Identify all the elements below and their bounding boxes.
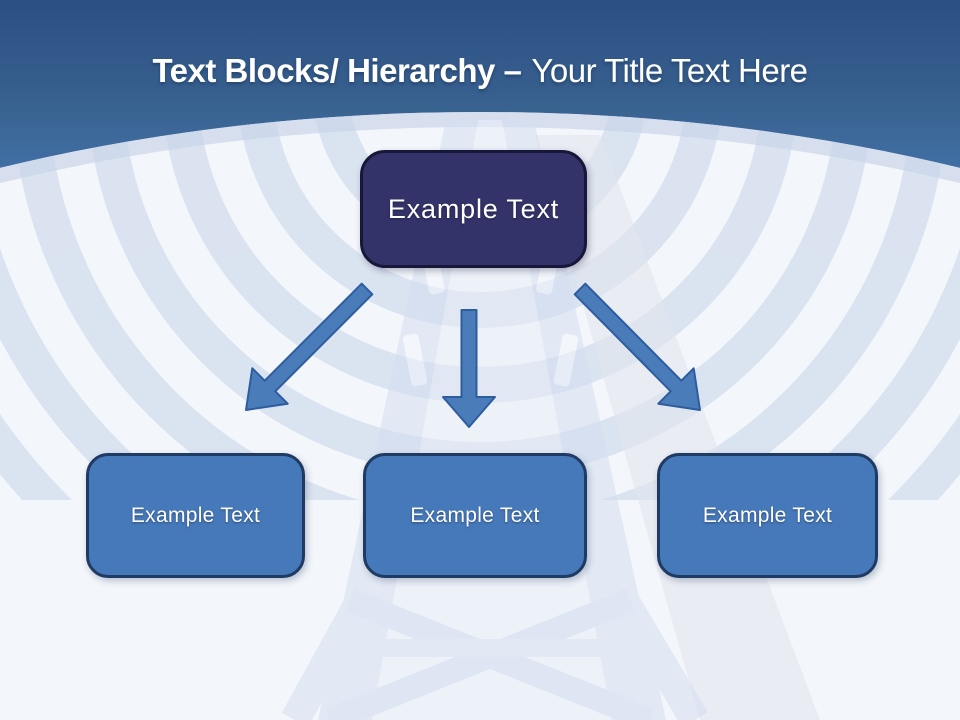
hierarchy-child-box-1[interactable]: Example Text	[86, 453, 305, 578]
arrow-right-icon	[573, 282, 701, 411]
root-box-label: Example Text	[387, 193, 560, 224]
slide-title[interactable]: Text Blocks/ Hierarchy –Your Title Text …	[0, 48, 960, 94]
slide-title-regular: Your Title Text Here	[531, 52, 808, 89]
arrow-down-icon	[442, 309, 496, 428]
hierarchy-child-box-2[interactable]: Example Text	[363, 453, 587, 578]
hierarchy-root-box[interactable]: Example Text	[360, 150, 587, 268]
arrow-left-icon	[245, 282, 374, 411]
child-box-3-label: Example Text	[702, 503, 833, 527]
child-box-2-label: Example Text	[410, 503, 540, 527]
hierarchy-child-box-3[interactable]: Example Text	[657, 453, 878, 578]
slide-title-bold: Text Blocks/ Hierarchy –	[152, 52, 522, 89]
child-box-1-label: Example Text	[130, 503, 261, 527]
